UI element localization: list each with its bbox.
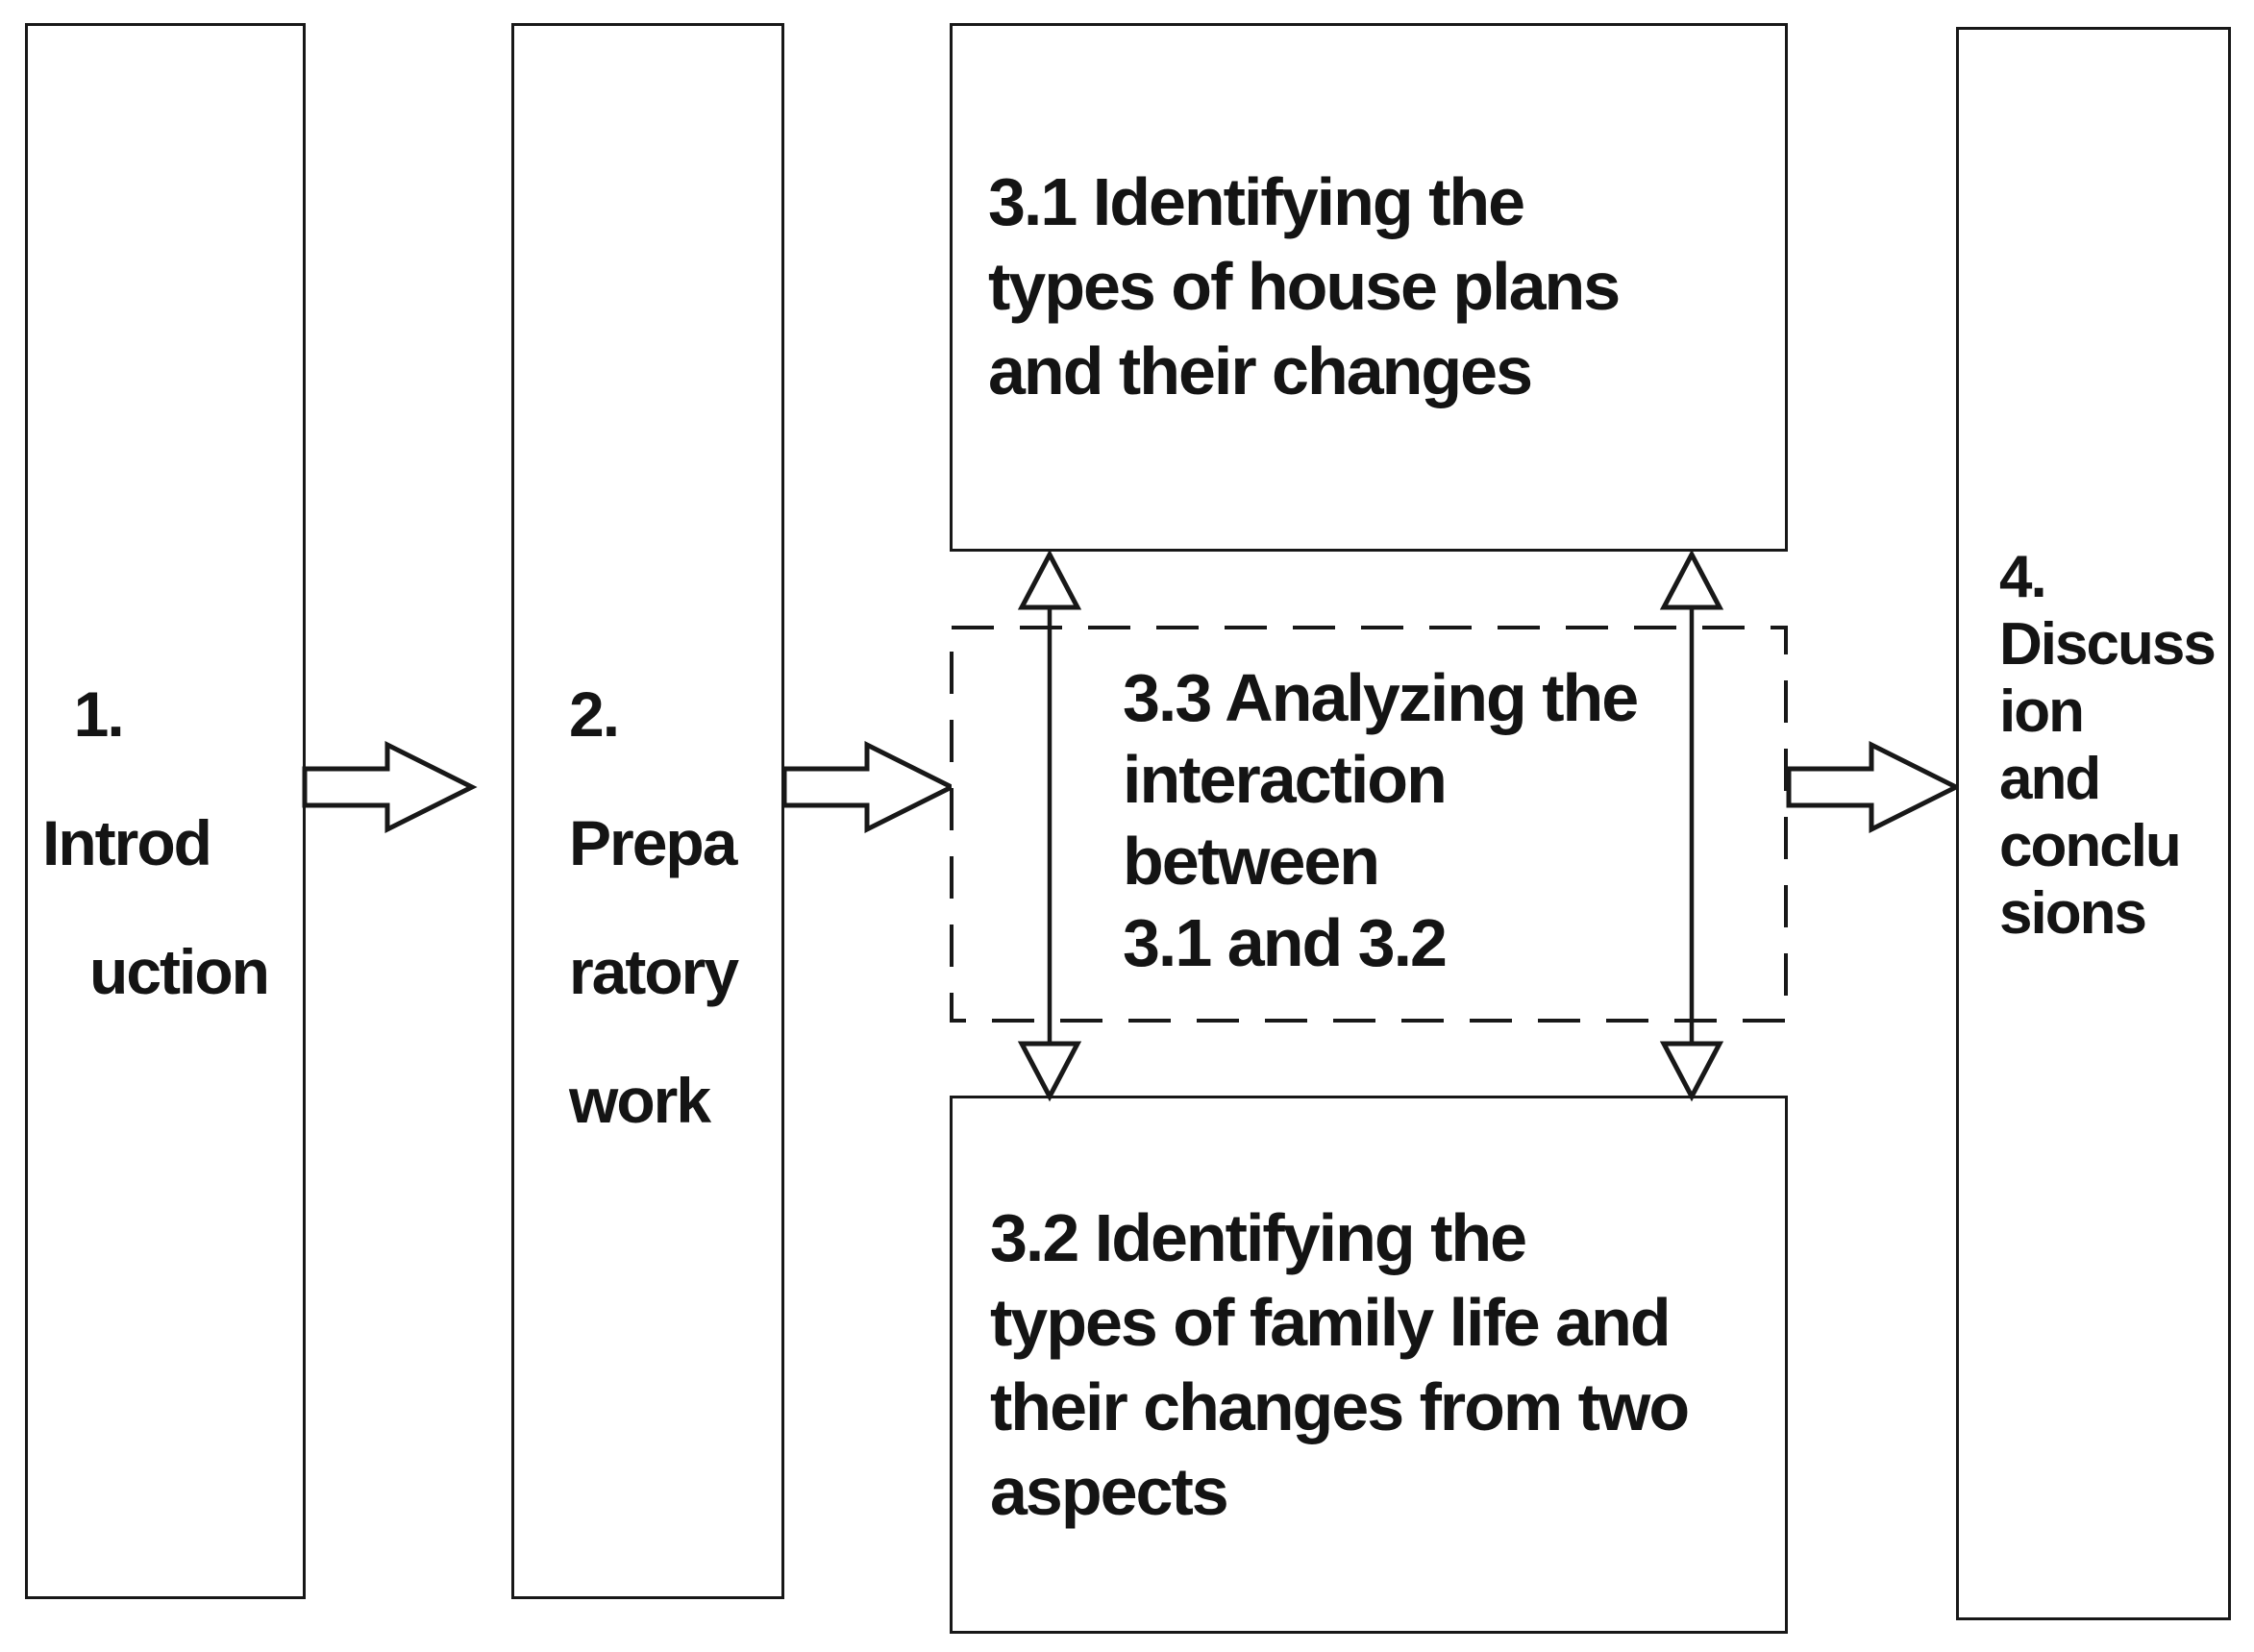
arrow-preparatory-to-analysis-icon xyxy=(781,740,957,834)
box-3-2-family-life xyxy=(950,1096,1788,1634)
box-3-3-interaction-dashed-border xyxy=(950,626,1788,1023)
arrow-introduction-to-preparatory-icon xyxy=(302,740,478,834)
box-discussion-conclusions-label: 4. Discuss ion and conclu sions xyxy=(1999,544,2217,947)
box-3-1-house-plans-label: 3.1 Identifying the types of house plans… xyxy=(988,164,1621,408)
box-introduction-label: 1. Introd uction xyxy=(42,678,270,1007)
arrow-analysis-to-discussion-icon xyxy=(1786,740,1962,834)
box-preparatory-work xyxy=(511,23,784,1599)
box-discussion-conclusions xyxy=(1956,27,2231,1620)
double-arrow-right-icon xyxy=(1659,549,1724,1102)
box-3-1-house-plans xyxy=(950,23,1788,552)
box-3-2-family-life-label: 3.2 Identifying the types of family life… xyxy=(990,1200,1690,1529)
box-introduction xyxy=(25,23,306,1599)
box-preparatory-work-label: 2. Prepa ratory work xyxy=(569,678,739,1136)
box-3-3-interaction-label: 3.3 Analyzing the interaction between 3.… xyxy=(1123,660,1639,980)
double-arrow-left-icon xyxy=(1017,549,1082,1102)
